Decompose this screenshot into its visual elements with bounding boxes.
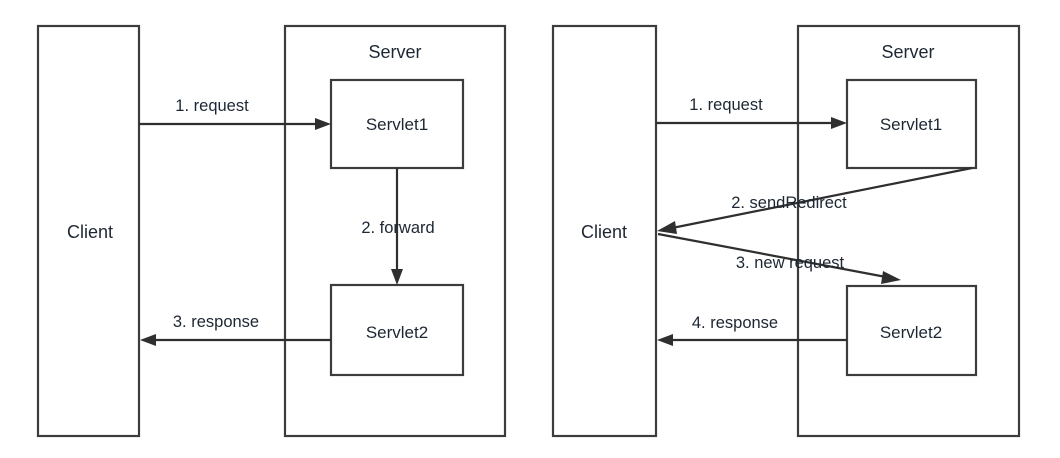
arrowhead-forward-forward: [391, 269, 403, 285]
arrowhead-request-redirect: [831, 117, 847, 129]
client-label-forward: Client: [67, 222, 113, 242]
arrow-label-request-forward: 1. request: [175, 97, 249, 115]
panel-forward: Client Server Servlet1 Servlet2 1. reque…: [36, 24, 507, 438]
client-box-forward[interactable]: [36, 24, 141, 438]
arrowhead-response-forward: [140, 334, 156, 346]
arrow-label-sendredirect: 2. sendRedirect: [731, 194, 847, 212]
server-label-redirect: Server: [881, 42, 934, 62]
arrowhead-sendredirect: [657, 221, 677, 234]
servlet1-label-forward: Servlet1: [366, 115, 428, 134]
server-label-forward: Server: [368, 42, 421, 62]
client-label-redirect: Client: [581, 222, 627, 242]
servlet2-box-forward[interactable]: [329, 283, 465, 377]
arrow-label-response-forward: 3. response: [173, 313, 259, 331]
servlet1-label-redirect: Servlet1: [880, 115, 942, 134]
arrowhead-newrequest: [881, 271, 901, 284]
arrow-label-request-redirect: 1. request: [689, 96, 763, 114]
servlet1-box-forward[interactable]: [329, 78, 465, 170]
arrowhead-response-redirect: [657, 334, 673, 346]
servlet2-box-redirect[interactable]: [845, 284, 978, 377]
arrow-line-sendredirect: [671, 166, 973, 230]
panel-sendredirect: Client Server Servlet1 Servlet2 1. reque…: [551, 24, 1021, 438]
client-box-redirect[interactable]: [551, 24, 658, 438]
servlet2-label-redirect: Servlet2: [880, 323, 942, 342]
arrow-label-newrequest: 3. new request: [736, 254, 845, 272]
servlet2-label-forward: Servlet2: [366, 323, 428, 342]
servlet1-box-redirect[interactable]: [845, 78, 978, 170]
arrow-label-response-redirect: 4. response: [692, 314, 778, 332]
arrow-line-newrequest: [657, 232, 887, 279]
arrowhead-request-forward: [315, 118, 331, 130]
arrow-label-forward-forward: 2. forward: [361, 219, 434, 237]
